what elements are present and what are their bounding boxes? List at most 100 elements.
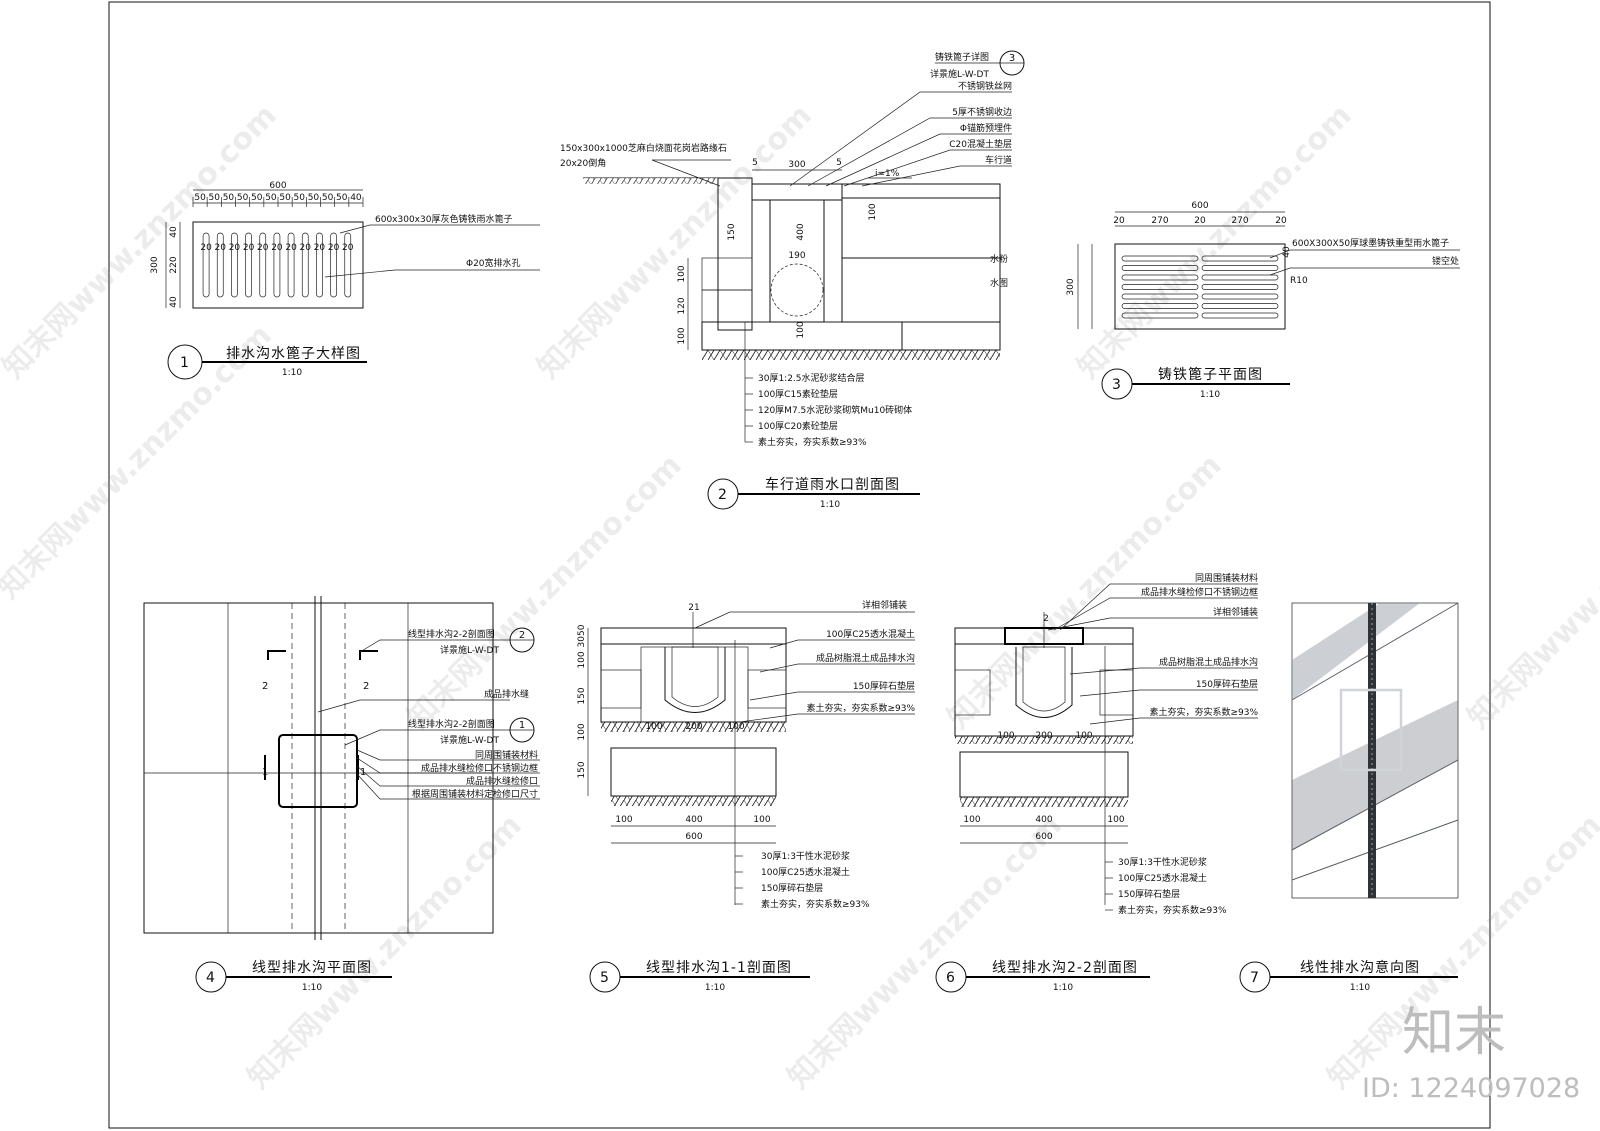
ref-sheet: 详景施L-W-DT [440, 644, 499, 656]
slot [1121, 265, 1199, 271]
slot [1121, 293, 1199, 300]
detail-scale: 1:10 [1053, 983, 1073, 993]
top-label: C20混凝土垫层 [949, 138, 1012, 150]
slot-label: 20 [300, 243, 312, 253]
detail-7-reference-photo: 7 线性排水沟意向图 1:10 [1239, 602, 1459, 993]
radius: R10 [1290, 276, 1308, 286]
right-label: 同周围铺装材料 [475, 749, 538, 761]
slot-label: 20 [285, 243, 297, 253]
leader [843, 149, 1012, 187]
section-mark: 1 [360, 767, 366, 778]
right-label: 素土夯实，夯实系数≥93% [806, 702, 915, 714]
dim-150: 150 [727, 223, 737, 240]
dim-190: 190 [788, 251, 805, 261]
dim-400: 400 [685, 815, 702, 825]
detail-scale: 1:10 [1200, 390, 1220, 400]
detail-scale: 1:10 [1350, 983, 1370, 993]
bottom-label: 100厚C15素砼垫层 [758, 388, 838, 400]
dim-100: 100 [677, 265, 687, 282]
slot-label: 20 [229, 243, 241, 253]
slot [1201, 284, 1279, 290]
dim-400: 400 [1035, 815, 1052, 825]
leader [356, 773, 540, 800]
grate-outline [1114, 243, 1286, 330]
label-hole: Φ20宽排水孔 [466, 257, 521, 269]
slot [1201, 293, 1279, 300]
grate-top [751, 183, 843, 201]
dim-600: 600 [1035, 832, 1052, 842]
dim-seg-label: 50 [294, 193, 306, 203]
dim-label: 100 [577, 651, 587, 668]
bottom-label: 150厚碎石垫层 [761, 882, 823, 894]
slot [1121, 303, 1199, 309]
ref-sheet: 详景施L-W-DT [440, 734, 499, 746]
right-label: 150厚碎石垫层 [853, 680, 915, 692]
dim-20: 20 [1113, 216, 1125, 226]
watermark: 知末网www.znzmo.com [1461, 448, 1600, 736]
section-mark: 2 [262, 681, 268, 692]
detail-title: 车行道雨水口剖面图 [765, 476, 900, 493]
leader [759, 663, 915, 673]
ref-number: 1 [519, 720, 525, 731]
access-cover [1339, 688, 1403, 772]
slot-label: 20 [342, 243, 354, 253]
right-labels: 同周围铺装材料成品排水缝检修口不锈钢边框成品排水缝检修口根据周围铺装材料定检修口… [356, 749, 540, 800]
leader [739, 713, 915, 723]
dim-seg-label: 40 [350, 193, 362, 203]
top-label: 车行道 [985, 154, 1012, 166]
slope: i=1% [875, 169, 900, 179]
label-grate: 600X300X50厚球墨铸铁重型雨水篦子 [1292, 237, 1449, 249]
bottom-label: 150厚碎石垫层 [1118, 888, 1180, 900]
bottom-label: 30厚1:3干性水泥砂浆 [761, 850, 850, 862]
leader [1053, 597, 1258, 631]
slot [202, 232, 210, 298]
dim-300: 300 [150, 256, 160, 273]
dim-5: 5 [836, 158, 842, 168]
top-label: 同周围铺装材料 [1195, 572, 1258, 584]
watermark: 知末网www.znzmo.com [531, 98, 819, 386]
slot-label: 20 [328, 243, 340, 253]
detail-number: 1 [180, 355, 190, 371]
dim-40: 40 [169, 296, 179, 308]
detail-title: 排水沟水篦子大样图 [226, 346, 361, 362]
dim-seg-label: 50 [336, 193, 348, 203]
dim-100: 100 [677, 327, 687, 344]
right-label: 成品排水缝检修口 [466, 775, 538, 787]
slot [245, 232, 252, 298]
dim-100: 100 [1107, 815, 1124, 825]
grate-outline [192, 221, 364, 309]
slot [1121, 255, 1199, 262]
image-id: ID: 1224097028 [1362, 1073, 1580, 1104]
detail-3-grate-plan: 600 20 270 20 270 20 300 40 600X300X50厚球… [1066, 201, 1460, 400]
bottom-label: 120厚M7.5水泥砂浆砌筑Mu10砖砌体 [758, 404, 912, 416]
dim-100: 100 [963, 815, 980, 825]
leader [769, 639, 915, 649]
curb-label: 150x300x1000芝麻白烧面花岗岩路缘石 [560, 142, 727, 154]
dim-200: 200 [1035, 731, 1052, 741]
leader [825, 133, 1012, 187]
ref-number: 2 [519, 630, 525, 641]
dim-seg-label: 50 [194, 193, 206, 203]
ref-sheet: 详景施L-W-DT [930, 68, 989, 80]
leader [749, 691, 915, 701]
right-label: 成品树脂混土成品排水沟 [1159, 656, 1258, 668]
detail-scale: 1:10 [820, 500, 840, 510]
ref-title: 线型排水沟2-2剖面图 [408, 628, 495, 640]
slot [259, 232, 267, 298]
plan-extent [143, 602, 494, 934]
slot [1201, 303, 1279, 309]
dim-100: 100 [645, 722, 662, 732]
dim-label: 150 [577, 761, 587, 778]
label-grate: 600x300x30厚灰色铸铁雨水篦子 [375, 213, 512, 225]
dim-seg-label: 50 [322, 193, 334, 203]
slot [1201, 255, 1279, 262]
label-hollow: 镂空处 [1432, 255, 1459, 267]
right-label: 成品树脂混土成品排水沟 [816, 652, 915, 664]
bottom-label: 素土夯实，夯实系数≥93% [758, 436, 867, 448]
slot [231, 232, 238, 298]
slot [1121, 312, 1199, 319]
watermark: 知末网www.znzmo.com [241, 808, 529, 1096]
